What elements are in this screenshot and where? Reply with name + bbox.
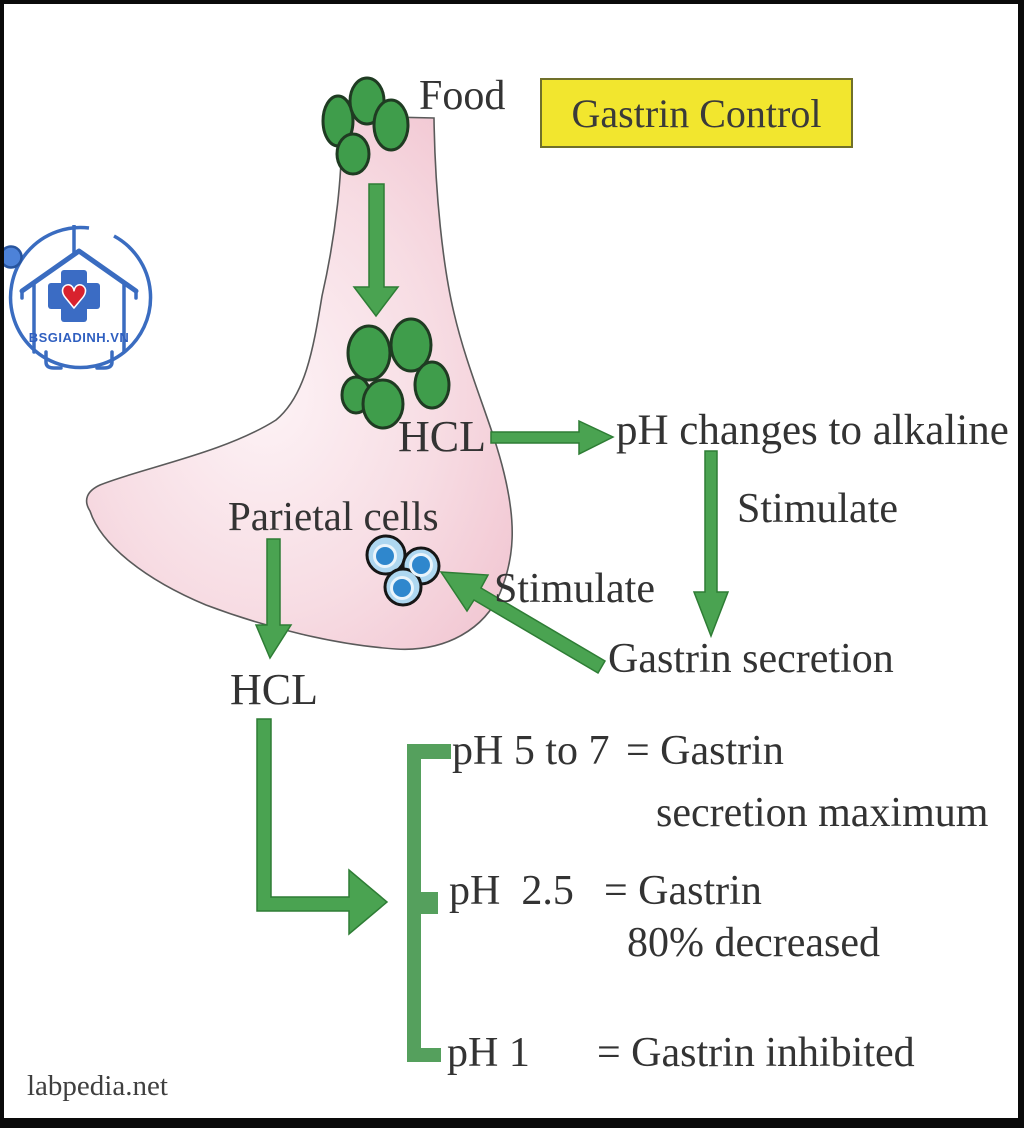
gastrin-secretion-label: Gastrin secretion <box>608 636 894 682</box>
ph-scale-item-2-value: pH 2.5 <box>449 868 574 914</box>
ph-alkaline-label: pH changes to alkaline <box>616 407 1009 454</box>
food-label: Food <box>419 73 506 119</box>
ph-scale-item-1-value: pH 5 to 7 <box>452 728 610 774</box>
food-bolus-cells-stomach <box>340 317 451 430</box>
stimulate-left-label: Stimulate <box>494 566 655 612</box>
arrow-down-food-icon <box>352 183 400 318</box>
gastrin-diagram-art: ♥ <box>4 76 730 1062</box>
arrow-down-stimulate-icon <box>692 450 730 639</box>
ph-scale-bracket <box>407 744 451 1062</box>
medical-cross-icon <box>48 270 100 322</box>
arrow-right-hcl-icon <box>490 419 615 456</box>
page-title: Gastrin Control <box>571 90 822 136</box>
parietal-cells-label: Parietal cells <box>228 493 439 539</box>
ph-scale-item-1-result: = Gastrin <box>626 728 784 774</box>
food-bolus-cells-top <box>321 76 410 176</box>
ph-scale-item-2-result: = Gastrin <box>604 868 762 914</box>
arrow-down-parietal-icon <box>254 538 293 660</box>
stomach-shape <box>85 115 513 650</box>
parietal-cells-icon <box>365 534 441 607</box>
title-box: Gastrin Control <box>540 78 853 148</box>
ph-scale-item-2-detail: 80% decreased <box>627 920 881 966</box>
ph-scale-item-3-value: pH 1 <box>447 1030 530 1076</box>
logo-text: BSGIADINH.VN <box>28 330 130 345</box>
hcl-upper-label: HCL <box>398 412 486 461</box>
ph-scale-item-3-result: = Gastrin inhibited <box>597 1030 915 1076</box>
heart-icon: ♥ <box>60 278 89 316</box>
ph-scale-item-1-detail: secretion maximum <box>656 790 989 836</box>
hcl-lower-label: HCL <box>230 665 318 714</box>
bsgiadinh-logo-icon: ♥ <box>4 225 153 370</box>
arrow-elbow-hcl-to-scale-icon <box>256 718 389 936</box>
stimulate-right-label: Stimulate <box>737 486 898 532</box>
arrow-diagonal-stimulate-icon <box>439 571 607 675</box>
source-credit: labpedia.net <box>27 1070 168 1102</box>
